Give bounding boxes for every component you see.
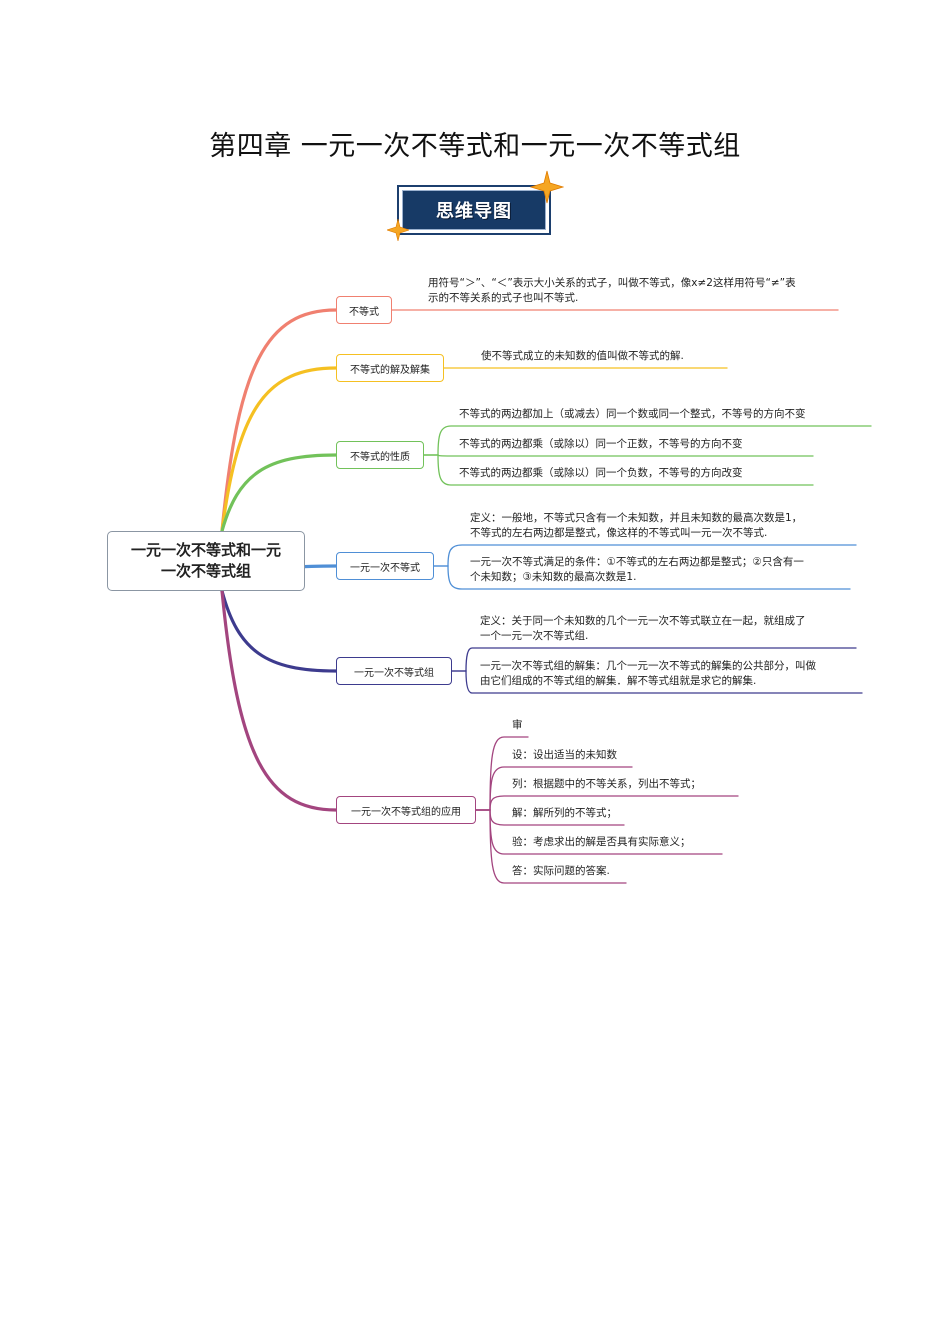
leaf-text: 一元一次不等式组的解集：几个一元一次不等式的解集的公共部分，叫做由它们组成的不等… xyxy=(480,659,816,689)
leaf-line: 答：实际问题的答案. xyxy=(512,865,610,877)
leaf-line: 用符号“＞”、“＜”表示大小关系的式子，叫做不等式，像x≠2这样用符号“≠”表 xyxy=(428,277,796,289)
leaf-line: 一元一次不等式满足的条件：①不等式的左右两边都是整式；②只含有一 xyxy=(470,556,804,568)
leaf-line: 不等式的两边都加上（或减去）同一个数或同一个整式，不等号的方向不变 xyxy=(459,408,806,420)
leaf-line: 定义：一般地，不等式只含有一个未知数，并且未知数的最高次数是1， xyxy=(470,512,803,524)
leaf-line: 不等式的左右两边都是整式，像这样的不等式叫一元一次不等式. xyxy=(470,527,768,539)
leaf-connector xyxy=(423,454,814,486)
leaf-line: 一个一元一次不等式组. xyxy=(480,630,589,642)
branch-node[interactable]: 不等式的解及解集 xyxy=(336,354,444,382)
branch-connector xyxy=(220,453,338,533)
branch-label: 一元一次不等式组的应用 xyxy=(351,806,461,818)
leaf-text: 不等式的两边都加上（或减去）同一个数或同一个整式，不等号的方向不变 xyxy=(459,407,806,422)
branch-connector xyxy=(220,308,338,533)
root-node[interactable]: 一元一次不等式和一元一次不等式组 xyxy=(107,531,305,591)
branch-connector xyxy=(220,589,338,812)
leaf-text: 定义：关于同一个未知数的几个一元一次不等式联立在一起，就组成了一个一元一次不等式… xyxy=(480,614,806,644)
leaf-text: 设：设出适当的未知数 xyxy=(512,748,617,763)
branch-node[interactable]: 一元一次不等式 xyxy=(336,552,434,580)
leaf-connector xyxy=(451,670,863,694)
leaf-line: 定义：关于同一个未知数的几个一元一次不等式联立在一起，就组成了 xyxy=(480,615,806,627)
leaf-line: 不等式的两边都乘（或除以）同一个负数，不等号的方向改变 xyxy=(459,467,743,479)
page-title: 第四章 一元一次不等式和一元一次不等式组 xyxy=(209,131,741,162)
leaf-line: 设：设出适当的未知数 xyxy=(512,749,617,761)
leaf-text: 定义：一般地，不等式只含有一个未知数，并且未知数的最高次数是1， 不等式的左右两边… xyxy=(470,511,802,541)
leaf-text: 审 xyxy=(512,718,523,733)
leaf-line: 解：解所列的不等式； xyxy=(512,807,617,819)
leaf-line: 审 xyxy=(512,719,523,731)
leaf-line: 示的不等关系的式子也叫不等式. xyxy=(428,292,579,304)
root-label-line1: 一元一次不等式和一元 xyxy=(130,541,281,559)
branch-label: 一元一次不等式组 xyxy=(354,667,434,679)
banner-label: 思维导图 xyxy=(436,201,512,222)
leaf-line: 一元一次不等式组的解集：几个一元一次不等式的解集的公共部分，叫做 xyxy=(480,660,816,672)
leaf-text: 用符号“＞”、“＜”表示大小关系的式子，叫做不等式，像x≠2这样用符号“≠”表示… xyxy=(428,276,796,306)
leaf-text: 不等式的两边都乘（或除以）同一个负数，不等号的方向改变 xyxy=(459,466,743,481)
leaf-text: 列：根据题中的不等关系，列出不等式； xyxy=(512,777,701,792)
branch-connector xyxy=(220,589,338,673)
leaf-text: 一元一次不等式满足的条件：①不等式的左右两边都是整式；②只含有一个未知数；③未知… xyxy=(470,555,804,585)
branch-node[interactable]: 一元一次不等式组 xyxy=(336,657,452,685)
branch-label: 一元一次不等式 xyxy=(350,562,420,574)
branch-node[interactable]: 一元一次不等式组的应用 xyxy=(336,796,476,824)
leaf-connector xyxy=(475,809,627,884)
leaf-text: 不等式的两边都乘（或除以）同一个正数，不等号的方向不变 xyxy=(459,437,743,452)
star-icon xyxy=(530,170,564,204)
branch-connector xyxy=(220,366,338,533)
leaf-line: 由它们组成的不等式组的解集．解不等式组就是求它的解集. xyxy=(480,675,757,687)
mind-map-banner: 思维导图 xyxy=(397,185,551,235)
branch-label: 不等式的性质 xyxy=(350,451,410,463)
star-icon xyxy=(387,219,409,241)
leaf-line: 验：考虑求出的解是否具有实际意义； xyxy=(512,836,691,848)
leaf-connector xyxy=(423,454,814,457)
leaf-text: 解：解所列的不等式； xyxy=(512,806,617,821)
branch-node[interactable]: 不等式 xyxy=(336,296,392,324)
leaf-line: 列：根据题中的不等关系，列出不等式； xyxy=(512,778,701,790)
leaf-line: 不等式的两边都乘（或除以）同一个正数，不等号的方向不变 xyxy=(459,438,743,450)
leaf-line: 使不等式成立的未知数的值叫做不等式的解. xyxy=(481,350,684,362)
branch-label: 不等式的解及解集 xyxy=(350,364,430,376)
leaf-text: 验：考虑求出的解是否具有实际意义； xyxy=(512,835,691,850)
branch-label: 不等式 xyxy=(349,306,379,318)
leaf-text: 答：实际问题的答案. xyxy=(512,864,610,879)
branch-node[interactable]: 不等式的性质 xyxy=(336,441,424,469)
leaf-line: 个未知数；③未知数的最高次数是1. xyxy=(470,571,637,583)
leaf-connector xyxy=(433,565,851,590)
root-label-line2: 一次不等式组 xyxy=(160,562,251,580)
leaf-text: 使不等式成立的未知数的值叫做不等式的解. xyxy=(481,349,684,364)
